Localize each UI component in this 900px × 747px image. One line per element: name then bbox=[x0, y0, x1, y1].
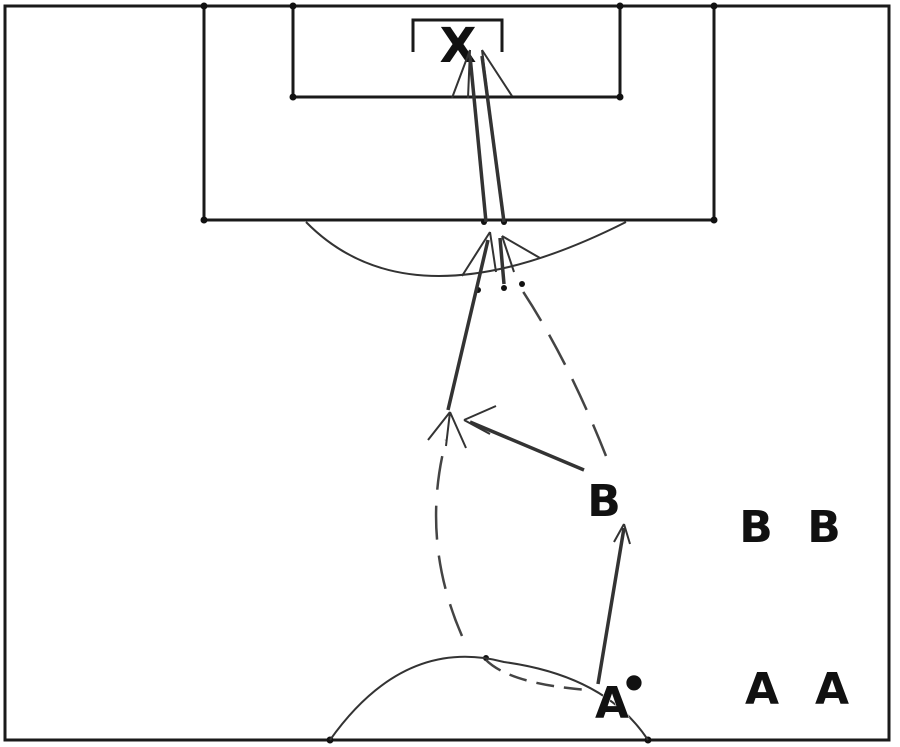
line-joints bbox=[200, 2, 718, 744]
run-end-arrowhead bbox=[427, 411, 467, 449]
support-b: B bbox=[587, 476, 621, 527]
center-circle-arc bbox=[329, 655, 649, 741]
attacker-a-queue-1: A bbox=[745, 664, 779, 715]
a-run-dashed bbox=[434, 439, 464, 637]
pass-a-to-b bbox=[596, 523, 631, 685]
ball-marker: ● bbox=[625, 669, 642, 693]
goal-frame bbox=[411, 18, 504, 52]
b-run-dashed bbox=[520, 289, 608, 457]
pass-b-to-centre bbox=[463, 405, 585, 472]
attacker-a-queue-2: A bbox=[815, 664, 849, 715]
a-curl-dashed bbox=[485, 659, 589, 692]
goal-area bbox=[291, 4, 622, 99]
support-b-queue-2: B bbox=[807, 502, 841, 553]
attacker-a-with-ball: A bbox=[595, 678, 629, 729]
support-b-queue-1: B bbox=[739, 502, 773, 553]
penalty-arc bbox=[305, 221, 627, 277]
pitch-boundary bbox=[3, 4, 891, 742]
final-runs-to-goal bbox=[446, 49, 541, 411]
